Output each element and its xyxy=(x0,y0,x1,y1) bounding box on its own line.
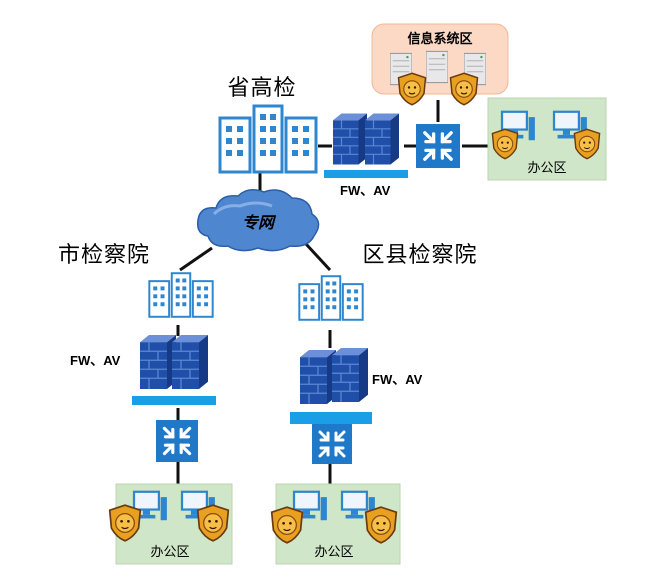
firewall-bar xyxy=(324,170,408,178)
provincial-office-zone: 办公区 xyxy=(487,97,607,181)
city-office-zone: 办公区 xyxy=(108,483,233,565)
switch-icon xyxy=(156,420,198,462)
building-icon xyxy=(148,271,214,319)
city-fw-av-label: FW、AV xyxy=(70,353,121,368)
provincial-fw-av-label: FW、AV xyxy=(340,183,391,198)
county-office-zone: 办公区 xyxy=(270,483,401,565)
county-firewall xyxy=(290,347,372,424)
county-fw-av-label: FW、AV xyxy=(372,372,423,387)
switch-icon xyxy=(312,424,352,464)
provincial-firewall xyxy=(324,112,408,178)
cloud-icon xyxy=(196,189,320,252)
firewall-icon xyxy=(140,334,176,390)
firewall-icon xyxy=(333,112,367,166)
info-zone-label: 信息系统区 xyxy=(407,31,472,47)
building-icon xyxy=(218,104,318,174)
info-system-zone: 信息系统区 xyxy=(371,23,509,106)
antivirus-shield-icon xyxy=(397,72,427,106)
link-cloud-city xyxy=(179,246,213,272)
office-zone-label: 办公区 xyxy=(527,161,566,176)
firewall-icon xyxy=(172,334,208,390)
firewall-icon xyxy=(300,349,336,405)
link-cloud-county xyxy=(304,242,332,272)
firewall-icon xyxy=(365,112,399,166)
firewall-bar xyxy=(290,412,372,424)
city-node-label: 市检察院 xyxy=(58,243,150,268)
city-firewall xyxy=(132,334,216,405)
office-zone-label: 办公区 xyxy=(150,545,189,560)
county-node-label: 区县检察院 xyxy=(362,243,477,268)
office-zone-label: 办公区 xyxy=(314,545,353,560)
firewall-icon xyxy=(332,347,368,403)
network-label: 专网 xyxy=(242,213,277,232)
building-icon xyxy=(298,274,364,322)
provincial-node-label: 省高检 xyxy=(227,76,296,101)
switch-icon xyxy=(416,124,460,168)
antivirus-shield-icon xyxy=(449,72,479,106)
firewall-bar xyxy=(132,396,216,405)
server-icon xyxy=(426,50,448,84)
